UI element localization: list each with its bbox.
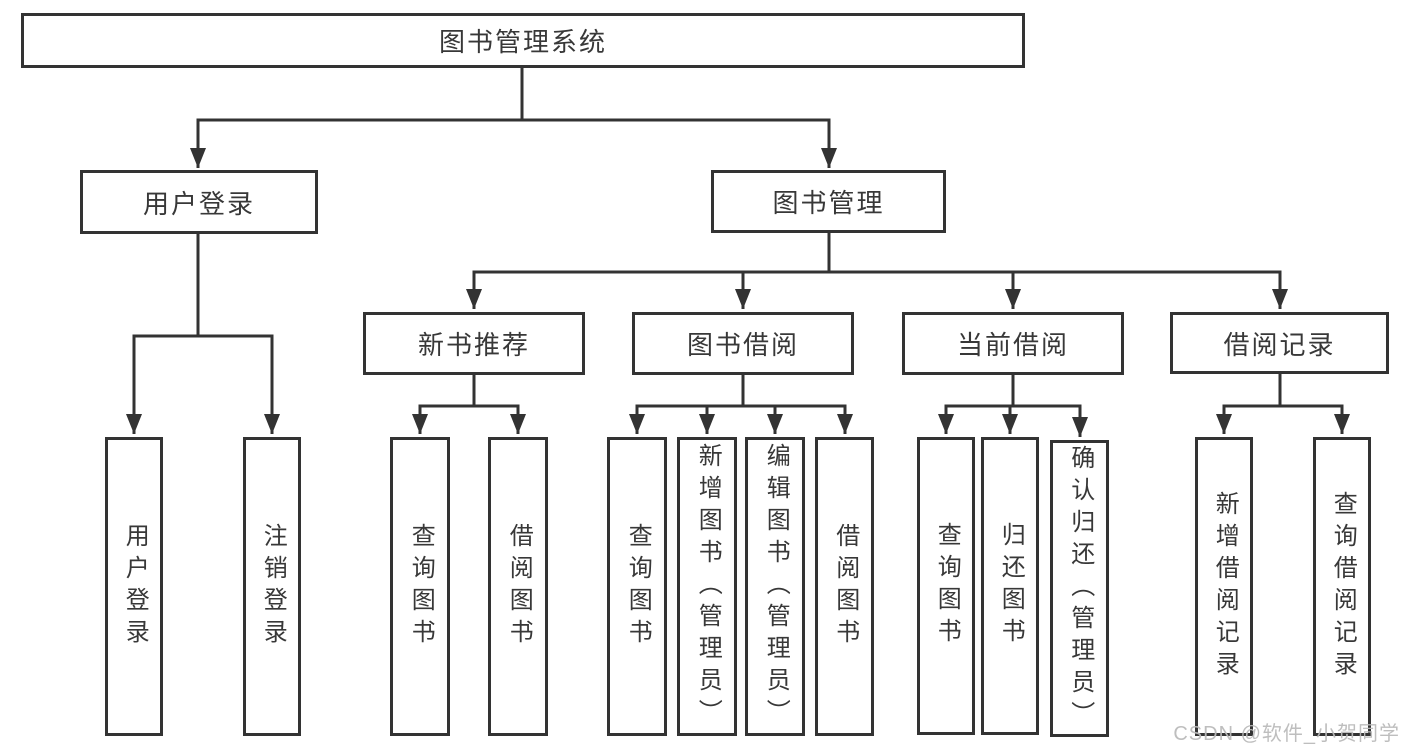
node-confirm-return-admin-label: 确认归还（管理员）	[1066, 444, 1094, 733]
csdn-watermark: CSDN @软件_小贺同学	[1173, 723, 1400, 745]
node-new-book-recommend-label: 新书推荐	[417, 330, 530, 360]
node-add-borrow-record: 新增借阅记录	[1195, 437, 1253, 736]
node-new-book-recommend: 新书推荐	[363, 312, 585, 375]
node-borrow-books-recommend-label: 借阅图书	[505, 522, 533, 651]
node-return-book-label: 归还图书	[997, 522, 1025, 650]
node-query-borrow-record-label: 查询借阅记录	[1329, 490, 1357, 683]
node-query-books-recommend-label: 查询图书	[407, 522, 435, 651]
node-confirm-return-admin: 确认归还（管理员）	[1050, 440, 1109, 737]
node-borrow-records-label: 借阅记录	[1223, 329, 1336, 360]
node-add-book-admin: 新增图书（管理员）	[677, 437, 737, 736]
node-edit-book-admin-label: 编辑图书（管理员）	[762, 442, 790, 731]
node-book-borrow-label: 图书借阅	[686, 330, 799, 360]
node-edit-book-admin: 编辑图书（管理员）	[745, 437, 805, 736]
node-book-management-label: 图书管理	[772, 188, 885, 218]
node-query-books-current-label: 查询图书	[933, 522, 961, 650]
node-current-borrow-label: 当前借阅	[956, 330, 1069, 360]
node-query-books-borrow: 查询图书	[607, 437, 667, 736]
node-user-login-leaf-label: 用户登录	[121, 522, 149, 651]
node-logout: 注销登录	[243, 437, 301, 736]
node-query-books-current: 查询图书	[917, 437, 975, 735]
node-library-system-label: 图书管理系统	[438, 27, 607, 57]
node-borrow-books-leaf-label: 借阅图书	[831, 522, 859, 651]
node-query-books-recommend: 查询图书	[390, 437, 450, 736]
node-query-books-borrow-label: 查询图书	[624, 522, 652, 651]
node-current-borrow: 当前借阅	[902, 312, 1124, 375]
node-user-login-leaf: 用户登录	[105, 437, 163, 736]
node-book-borrow: 图书借阅	[632, 312, 854, 375]
node-query-borrow-record: 查询借阅记录	[1313, 437, 1371, 736]
node-book-management: 图书管理	[711, 170, 946, 233]
node-add-book-admin-label: 新增图书（管理员）	[694, 442, 722, 731]
node-add-borrow-record-label: 新增借阅记录	[1211, 490, 1239, 683]
node-user-login-label: 用户登录	[142, 188, 255, 219]
node-library-system: 图书管理系统	[21, 13, 1025, 68]
node-return-book: 归还图书	[981, 437, 1039, 735]
node-borrow-books-recommend: 借阅图书	[488, 437, 548, 736]
node-logout-label: 注销登录	[259, 522, 287, 651]
node-borrow-records: 借阅记录	[1170, 312, 1389, 374]
node-user-login: 用户登录	[80, 170, 318, 234]
node-borrow-books-leaf: 借阅图书	[815, 437, 874, 736]
